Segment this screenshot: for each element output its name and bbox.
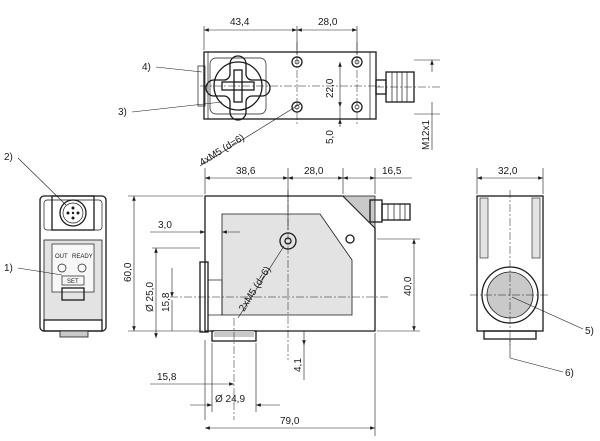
dim-43-4: 43,4 [230, 17, 250, 28]
callout-4: 4) [142, 62, 151, 73]
dim-dia-24-9: Ø 24,9 [215, 394, 245, 405]
left-view-connector-icon [59, 199, 87, 227]
dim-15-8-horiz: 15,8 [157, 372, 177, 383]
callout-2: 2) [4, 152, 13, 163]
main-view-connector [381, 203, 411, 221]
main-view-hole-2 [345, 234, 355, 244]
left-view: OUT READY SET [39, 195, 107, 338]
dim-28-0-top: 28,0 [318, 17, 338, 28]
ready-led-icon [77, 263, 87, 273]
callout-6: 6) [565, 368, 574, 379]
dim-5-0: 5,0 [325, 130, 336, 144]
dim-4xm5: 4xM5 (d=6) [198, 132, 247, 168]
dim-15-8-vert: 15,8 [161, 292, 172, 312]
dim-40-0: 40,0 [403, 276, 414, 296]
callout-1: 1) [4, 263, 13, 274]
dim-60-0: 60,0 [123, 262, 134, 282]
dim-28-0-front: 28,0 [304, 166, 324, 177]
dim-32-0: 32,0 [498, 166, 518, 177]
main-view-body [204, 195, 376, 332]
dim-4-1: 4,1 [293, 358, 304, 372]
callout-3: 3) [118, 107, 127, 118]
dim-79-0: 79,0 [280, 416, 300, 427]
dim-22-0: 22,0 [325, 78, 336, 98]
dim-38-6: 38,6 [236, 166, 256, 177]
callouts: 1) 2) 3) 4) 5) 6) [4, 62, 594, 379]
top-view: 43,4 28,0 22,0 5,0 M12x1 4xM5 (d=6) [197, 17, 440, 169]
potentiometer-icon [205, 55, 271, 121]
ready-label: READY [72, 254, 93, 260]
main-view: 38,6 28,0 16,5 3,0 60,0 Ø 25,0 15,8 2xM5… [123, 166, 420, 436]
right-view: 32,0 [470, 166, 550, 345]
dim-dia-25: Ø 25,0 [145, 282, 156, 312]
set-label: SET [67, 279, 79, 285]
out-led-icon [57, 263, 67, 273]
dim-3-0: 3,0 [158, 220, 172, 231]
dim-16-5: 16,5 [382, 166, 402, 177]
callout-5: 5) [585, 326, 594, 337]
set-button[interactable] [61, 275, 85, 286]
out-label: OUT [55, 254, 68, 260]
dim-m12x1: M12x1 [421, 120, 432, 150]
